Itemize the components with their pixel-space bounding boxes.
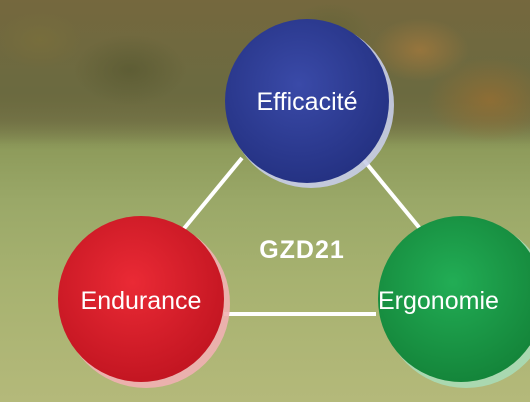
center-label: GZD21 [259, 236, 345, 264]
node-efficacite-label: Efficacité [257, 88, 358, 116]
node-efficacite: Efficacité [225, 19, 394, 188]
node-endurance: Endurance [58, 216, 230, 388]
node-ergonomie-label: Ergonomie [378, 287, 499, 315]
node-endurance-label: Endurance [81, 287, 202, 315]
node-ergonomie: Ergonomie [378, 216, 530, 388]
